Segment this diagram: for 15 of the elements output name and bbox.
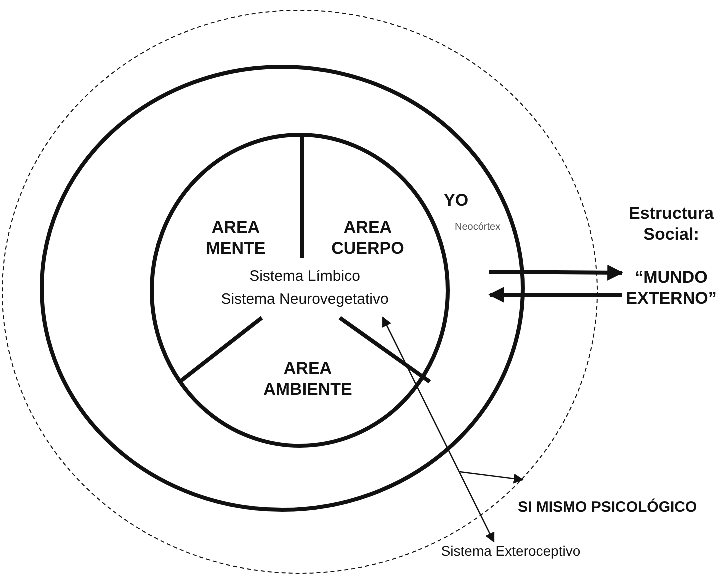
system-label: Sistema Límbico: [248, 267, 362, 286]
area-label: AREA CUERPO: [316, 217, 420, 259]
arrow: [488, 264, 624, 281]
arrow: [382, 316, 495, 543]
area-label: AREA MENTE: [186, 217, 286, 259]
heading-text: “MUNDO EXTERNO”: [625, 267, 718, 309]
node-label: Sistema Exteroceptivo: [436, 542, 586, 560]
arrow: [460, 471, 524, 484]
heading-text: Estructura Social:: [628, 203, 716, 245]
area-label: AREA AMBIENTE: [248, 358, 368, 400]
system-label: Sistema Neurovegetativo: [220, 290, 390, 309]
arrow: [488, 287, 622, 303]
ring-label: YO: [444, 190, 469, 211]
ring-sublabel: Neocórtex: [455, 221, 501, 234]
ring-label: SI MISMO PSICOLÓGICO: [518, 498, 698, 517]
